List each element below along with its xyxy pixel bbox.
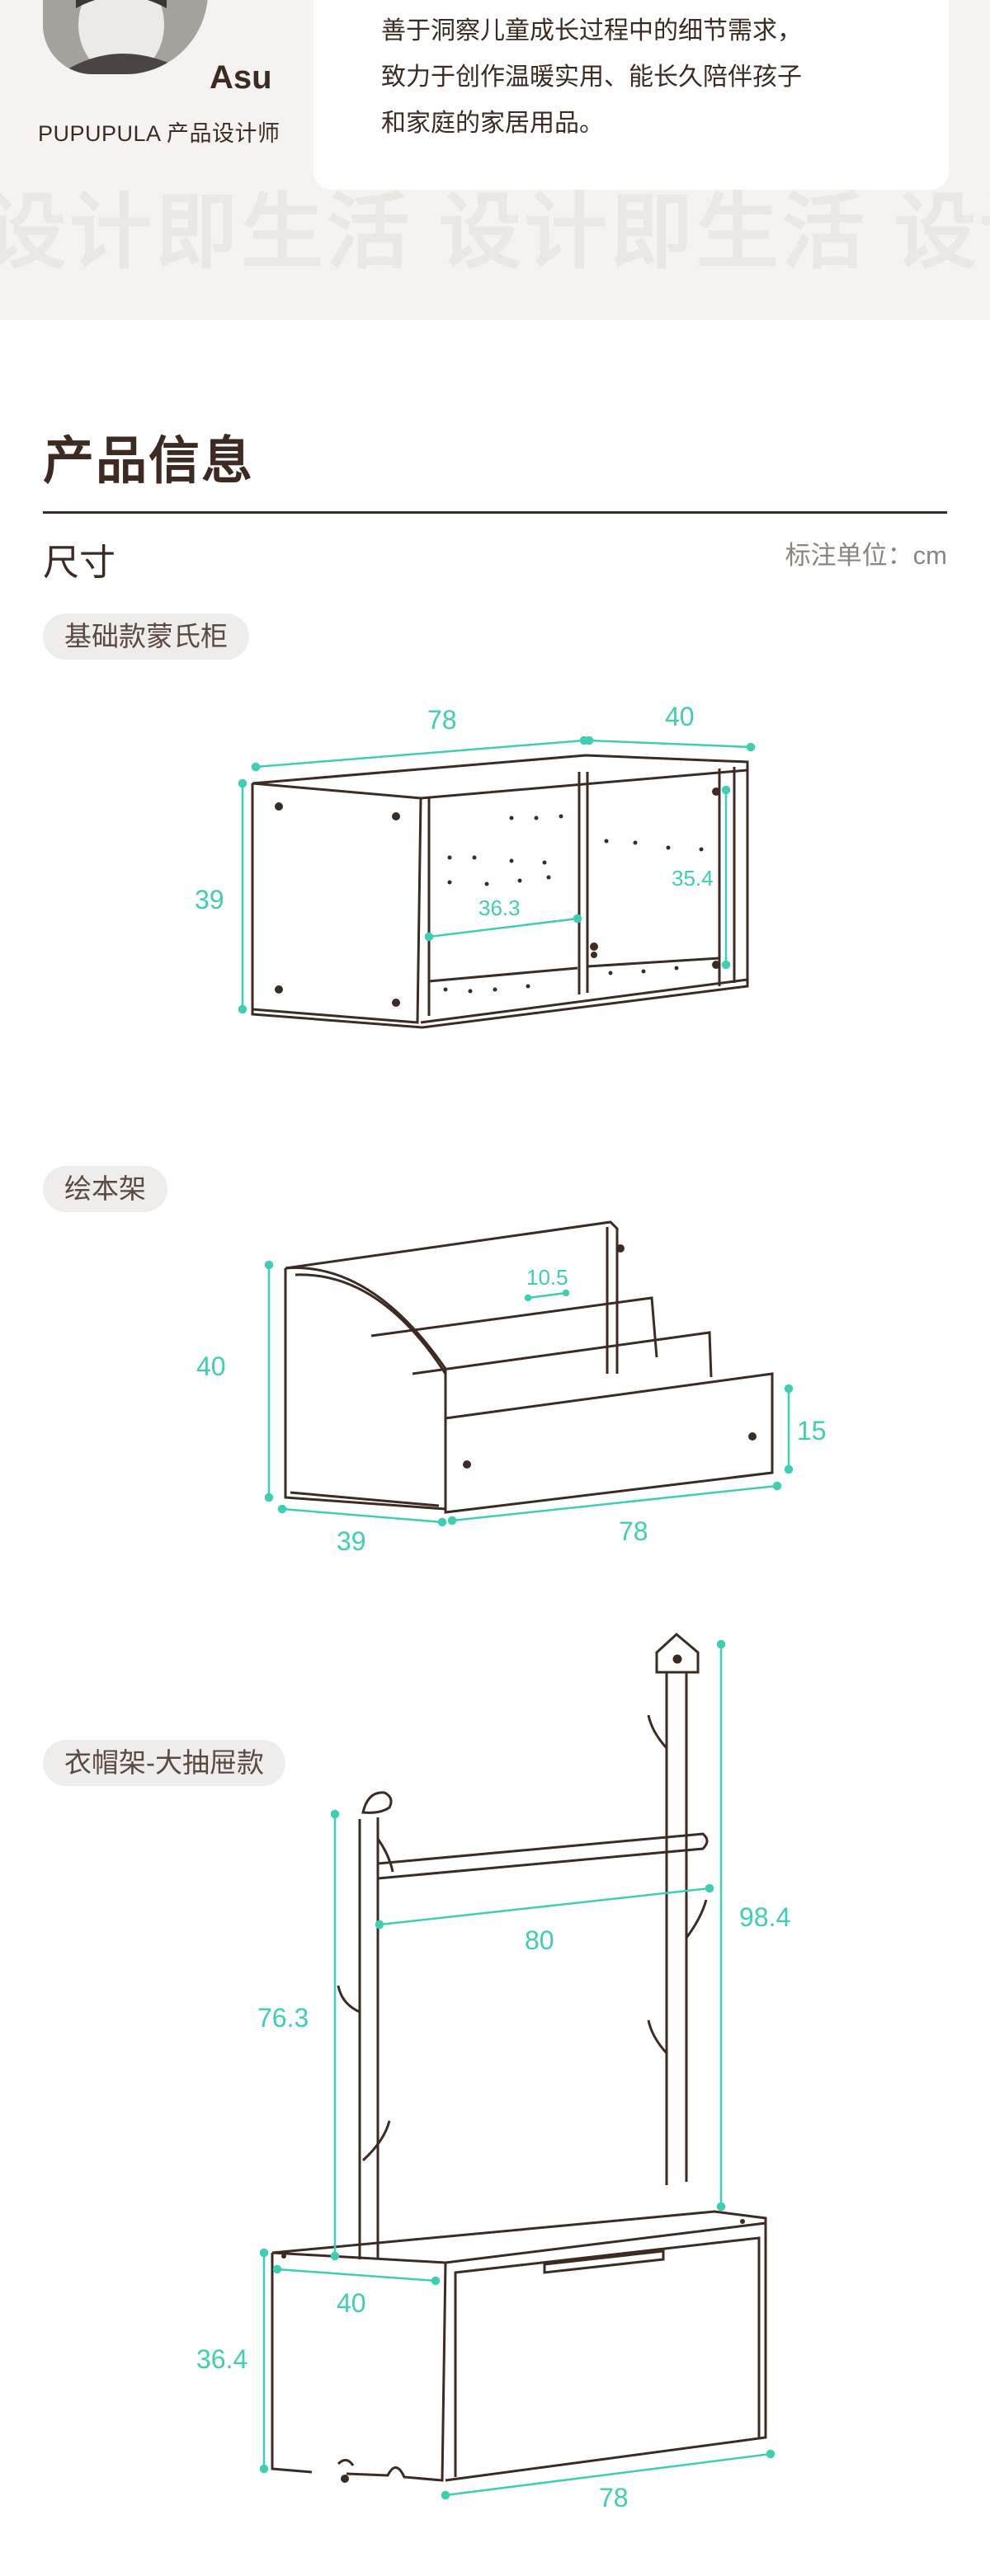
designer-banner: 设计即生活 设计即生活 设计即生活 Asu PUPUPULA 产品设计师 善于洞… — [0, 0, 990, 320]
coat-rack-diagram: 98.4 76.3 80 40 36.4 78 — [196, 1633, 790, 2513]
product-tag-coat-rack: 衣帽架-大抽屉款 — [43, 1740, 285, 1786]
coat-rack-total-height-label: 98.4 — [739, 1902, 790, 1932]
designer-name: Asu — [210, 59, 272, 96]
bookshelf-slot-label: 10.5 — [526, 1265, 568, 1290]
cabinet-diagram: 78 40 39 36.3 35.4 — [195, 702, 756, 1029]
coat-rack-box-depth-label: 40 — [337, 2288, 366, 2318]
bookshelf-height-label: 40 — [196, 1351, 226, 1381]
quote-text: 善于洞察儿童成长过程中的细节需求， 致力于创作温暖实用、能长久陪伴孩子 和家庭的… — [381, 8, 909, 147]
quote-line: 善于洞察儿童成长过程中的细节需求， — [381, 17, 802, 45]
coat-rack-box-height-label: 36.4 — [196, 2344, 248, 2374]
coat-rack-rail-width-label: 80 — [525, 1925, 554, 1955]
quote-line: 和家庭的家居用品。 — [381, 110, 604, 137]
bookshelf-front-height-label: 15 — [797, 1416, 827, 1445]
product-tag-cabinet: 基础款蒙氏柜 — [43, 613, 249, 660]
watermark-text: 设计即生活 设计即生活 设计即生活 — [0, 186, 990, 279]
avatar — [43, 0, 208, 74]
cabinet-inner-width-label: 36.3 — [478, 895, 521, 920]
dimensions-subtitle: 尺寸 — [43, 543, 116, 583]
cabinet-width-label: 78 — [427, 705, 457, 735]
bookshelf-diagram: 40 39 78 15 10.5 — [196, 1220, 827, 1556]
quote-line: 致力于创作温暖实用、能长久陪伴孩子 — [381, 63, 802, 91]
cabinet-height-label: 39 — [195, 885, 224, 914]
designer-role: PUPUPULA 产品设计师 — [38, 121, 280, 146]
coat-rack-box-width-label: 78 — [599, 2483, 629, 2513]
bookshelf-width-label: 78 — [619, 1516, 648, 1546]
section-title: 产品信息 — [43, 433, 255, 490]
quote-card: 善于洞察儿童成长过程中的细节需求， 致力于创作温暖实用、能长久陪伴孩子 和家庭的… — [314, 0, 949, 190]
divider — [43, 511, 947, 514]
unit-note: 标注单位：cm — [785, 541, 947, 570]
cabinet-inner-height-label: 35.4 — [672, 866, 714, 891]
bookshelf-depth-label: 39 — [337, 1526, 366, 1556]
product-tag-bookshelf: 绘本架 — [43, 1166, 167, 1212]
coat-rack-pole-height-label: 76.3 — [257, 2003, 309, 2033]
cabinet-depth-label: 40 — [665, 702, 695, 731]
